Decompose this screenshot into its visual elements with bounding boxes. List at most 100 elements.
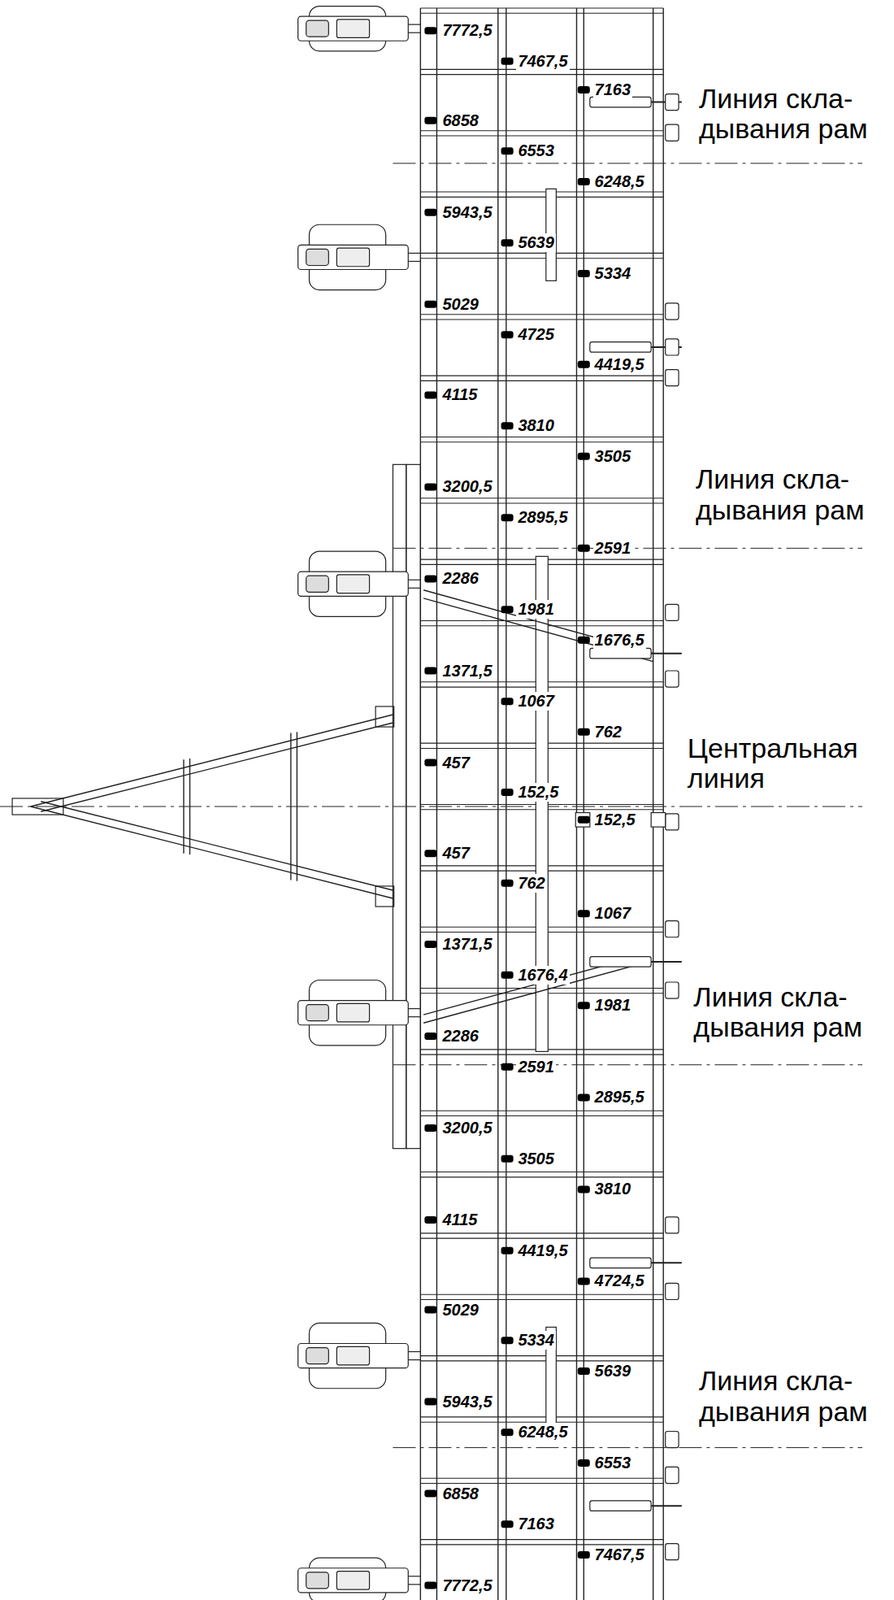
tine-marker [424,667,437,675]
hitch-brace [182,759,184,854]
tine-marker [577,1093,591,1101]
tine-marker [577,269,591,278]
wheel-hub [306,575,330,592]
tine-position: 4115 [440,1210,479,1229]
line-note: Линия скла- дывания рам [697,1365,890,1427]
tine-marker [501,1427,514,1436]
tine-position: 7163 [593,80,634,100]
tine-marker [424,300,437,309]
tine-position: 5639 [593,1361,634,1381]
wheel-link [407,1583,421,1585]
hitch-bar [30,714,394,807]
tine-marker [577,636,591,644]
tine-position: 3200,5 [440,1118,494,1138]
tine-marker [501,788,514,796]
crossbar [420,1176,664,1177]
tine-marker [577,728,591,736]
wheel-arm [298,1343,409,1368]
hitch-brace [189,758,191,855]
fold-line [392,1446,863,1448]
beam-bracket [665,338,679,356]
tine-marker [501,1246,514,1255]
crossbar [420,257,664,259]
wheel-bracket [336,1002,369,1022]
tine-marker [577,86,591,94]
wheel-hub [306,1571,330,1589]
wheel-bracket [336,1345,369,1365]
line-note: Линия скла- дывания рам [694,464,886,526]
tine-position: 4115 [440,385,479,404]
frame-beam [576,8,578,1600]
hitch-bracket [375,706,395,727]
cylinder-rod [650,1261,682,1263]
tine-marker [424,1032,437,1040]
tine-marker [424,1489,437,1498]
wheel-hub [306,1004,330,1021]
tine-position: 3810 [593,1179,634,1198]
tine-position: 1676,5 [593,630,647,650]
tine-position: 5334 [516,1330,556,1350]
line-note: Линия скла- дывания рам [697,83,890,145]
tine-position: 5639 [516,233,556,252]
tine-position: 4419,5 [516,1241,569,1260]
crossbar [420,1538,664,1540]
tine-position: 7772,5 [440,21,494,40]
tine-marker [424,574,437,582]
wheel-link [407,1575,421,1576]
tine-marker [501,147,514,155]
frame-beam [663,8,664,1600]
tine-marker [501,605,514,613]
beam-bracket [665,670,679,687]
tine-position: 3810 [516,416,556,435]
tine-position: 7163 [516,1514,556,1533]
tine-position: 3505 [516,1149,556,1168]
tine-marker [577,452,591,461]
tine-marker [424,208,437,217]
tine-position: 4419,5 [593,355,647,374]
beam-bracket [665,1543,679,1560]
crossbar [420,1415,664,1417]
tine-position: 5334 [593,264,634,283]
tine-position: 3505 [593,447,634,466]
cylinder-rod [650,1504,682,1506]
cylinder-rod [650,960,682,963]
tine-position: 6858 [440,1484,481,1503]
crossbar [420,191,664,193]
tine-marker [424,1397,437,1406]
tine-marker [577,544,591,552]
crossbar [420,1171,664,1172]
beam-bracket [665,920,679,938]
tine-position: 1981 [516,599,556,619]
wheel-hub [306,20,330,37]
tine-marker [501,1063,514,1071]
tine-position: 7467,5 [593,1544,647,1564]
tine-marker [424,940,437,948]
tine-position: 4725 [516,325,556,344]
tine-position: 5943,5 [440,1392,494,1411]
tine-position: 6248,5 [593,172,647,191]
tine-marker [424,390,437,399]
tine-position: 762 [593,722,624,742]
hitch-bar [40,722,393,812]
crossbar [420,1293,664,1295]
tine-marker [577,1458,591,1467]
diagonal-brace [423,598,654,662]
tine-position: 1371,5 [440,934,494,954]
crossbar [420,1115,664,1116]
center-block [575,812,591,828]
crossbar [420,196,664,198]
beam-bracket [665,1216,679,1233]
tine-position: 2895,5 [516,507,569,527]
crossbar [420,1477,664,1479]
tine-position: 5029 [440,1300,481,1320]
beam-bracket [665,124,679,141]
hitch-brace [290,733,291,881]
beam-bracket [665,369,679,387]
wheel-hub [306,1347,330,1364]
hydraulic-cylinder [590,956,651,968]
tine-marker [501,697,514,705]
tine-markers [424,26,590,1589]
wheel-arm [298,571,409,596]
